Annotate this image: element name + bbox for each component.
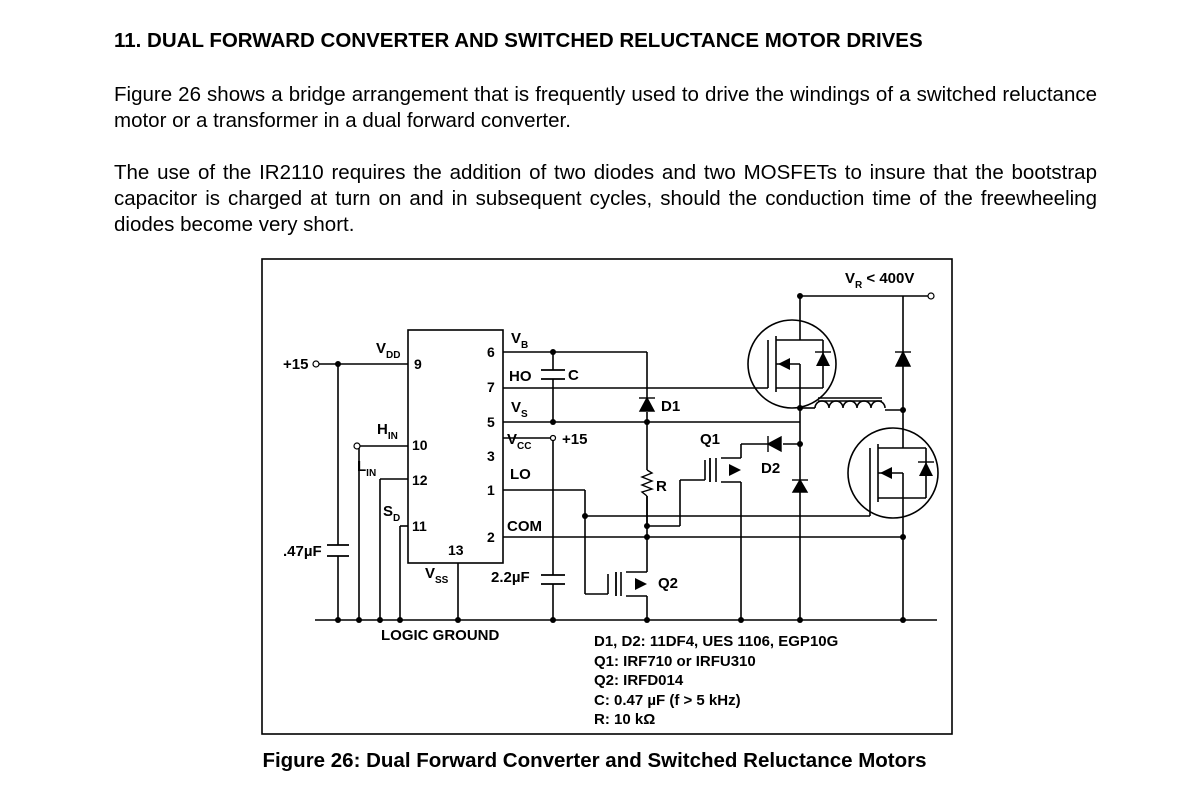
freewheel-diode-low <box>791 478 809 493</box>
q1-label: Q1 <box>700 431 720 448</box>
pin-vss-name: VSS <box>425 565 449 586</box>
pin-vb-num: 6 <box>487 344 495 360</box>
cap-vcc-label: 2.2µF <box>491 569 530 586</box>
pin-ho-name: HO <box>509 368 532 385</box>
q2-label: Q2 <box>658 575 678 592</box>
vcc-supply-label: +15 <box>562 431 587 448</box>
pin-vss-num: 13 <box>448 542 464 558</box>
capacitor-c <box>541 369 565 380</box>
pin-vb-name: VB <box>511 330 528 351</box>
pin-vs-name: VS <box>511 399 528 420</box>
pin-sd-name: SD <box>383 503 400 524</box>
parts-list-item: C: 0.47 µF (f > 5 kHz) <box>594 692 741 709</box>
q1-arrow <box>729 464 741 476</box>
pin-vdd-name: VDD <box>376 340 400 361</box>
pin-vs-num: 5 <box>487 414 495 430</box>
parts-list-item: R: 10 kΩ <box>594 711 655 728</box>
vr-label: VR < 400V <box>845 270 914 291</box>
pin-hin-num: 10 <box>412 437 428 453</box>
pin-vcc-name: VCC <box>507 431 531 452</box>
diode-d2 <box>766 435 782 453</box>
intro-paragraph: Figure 26 shows a bridge arrangement tha… <box>114 83 1097 132</box>
capacitor-vcc <box>541 574 565 585</box>
cap-c-label: C <box>568 367 579 384</box>
logic-ground-label: LOGIC GROUND <box>381 627 499 644</box>
pin-hin-name: HIN <box>377 421 398 442</box>
resistor-label: R <box>656 478 667 495</box>
parts-list-item: D1, D2: 11DF4, UES 1106, EGP10G <box>594 633 838 650</box>
q2-arrow <box>635 578 647 590</box>
resistor <box>640 469 655 497</box>
pin-com-num: 2 <box>487 529 495 545</box>
pin-lo-name: LO <box>510 466 531 483</box>
pin-lo-num: 1 <box>487 482 495 498</box>
pin-vdd-num: 9 <box>414 356 422 372</box>
cap-vdd-label: .47µF <box>283 543 322 560</box>
pin-sd-num: 11 <box>412 518 427 534</box>
figure-frame <box>261 258 953 735</box>
pin-ho-num: 7 <box>487 379 495 395</box>
parts-list: D1, D2: 11DF4, UES 1106, EGP10G Q1: IRF7… <box>594 633 838 728</box>
pin-com-name: COM <box>507 518 542 535</box>
freewheel-diode-high <box>894 350 912 367</box>
bootstrap-paragraph: The use of the IR2110 requires the addit… <box>114 161 1097 236</box>
supply-label: +15 <box>283 356 308 373</box>
motor-winding <box>814 400 886 409</box>
high-side-mosfet <box>747 319 837 409</box>
figure-caption: Figure 26: Dual Forward Converter and Sw… <box>262 749 927 772</box>
terminals <box>312 292 935 450</box>
pin-lin-name: LIN <box>357 458 376 479</box>
d2-label: D2 <box>761 460 780 477</box>
d1-label: D1 <box>661 398 680 415</box>
parts-list-item: Q2: IRFD014 <box>594 672 684 689</box>
junction-dots <box>335 293 906 623</box>
pin-vcc-num: 3 <box>487 448 495 464</box>
parts-list-item: Q1: IRF710 or IRFU310 <box>594 653 756 670</box>
pin-lin-num: 12 <box>412 472 428 488</box>
capacitor-vdd <box>327 544 349 557</box>
diode-d1 <box>638 396 656 412</box>
low-side-mosfet <box>838 427 939 519</box>
section-heading: 11. DUAL FORWARD CONVERTER AND SWITCHED … <box>114 29 923 52</box>
